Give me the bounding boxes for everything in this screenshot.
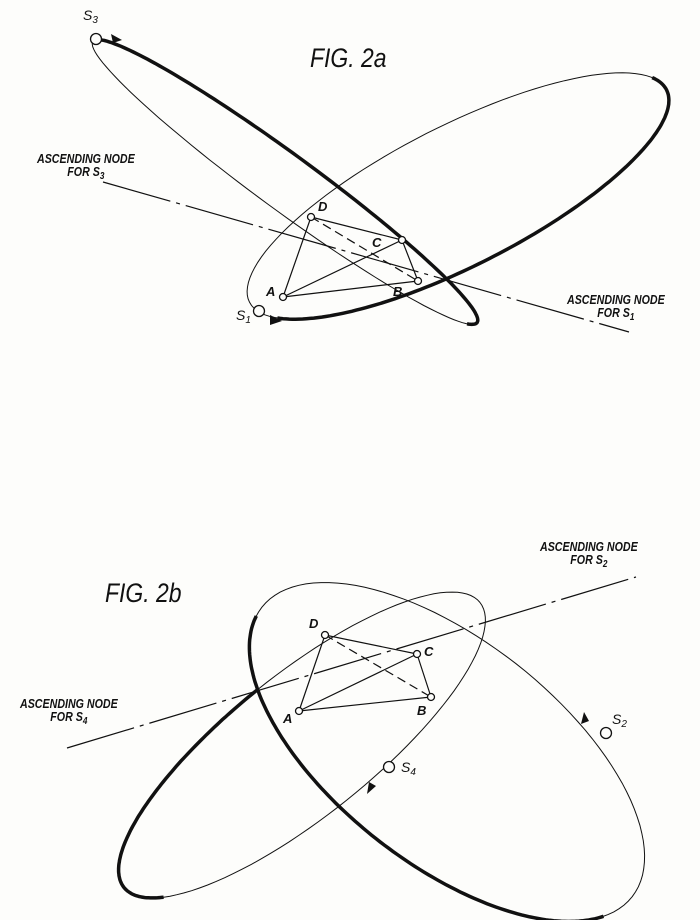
arrow-s4-icon	[367, 782, 376, 794]
satellite-label-s4: S4	[401, 759, 416, 778]
point-label-b: B	[393, 284, 403, 299]
point-b-b	[426, 692, 436, 702]
orbit-s1-thick-arc	[277, 76, 671, 321]
figure-title-2b: FIG. 2b	[105, 578, 182, 608]
arrow-s2-icon	[581, 712, 589, 724]
satellite-s3-icon	[89, 32, 103, 46]
satellite-s2-icon	[599, 726, 613, 740]
point-label-c: C	[424, 644, 434, 659]
point-d-a	[306, 212, 316, 222]
satellite-label-s2: S2	[612, 711, 627, 730]
satellite-s4-icon	[382, 760, 396, 774]
satellite-label-s3: S3	[83, 7, 98, 26]
point-c-b	[412, 649, 422, 659]
arrow-s1-icon	[270, 315, 282, 325]
point-label-b: B	[417, 703, 427, 718]
figure-title-2a: FIG. 2a	[310, 43, 387, 73]
satellite-label-s1: S1	[236, 307, 251, 326]
orbit-s2-thick-arc	[247, 615, 605, 920]
station-quad-b	[298, 634, 432, 712]
point-d-b	[320, 630, 330, 640]
point-label-d: D	[318, 199, 328, 214]
point-label-a: A	[283, 711, 293, 726]
orbit-s1	[246, 72, 670, 320]
satellite-s1-icon	[252, 304, 266, 318]
point-a-b	[294, 706, 304, 716]
point-label-d: D	[309, 616, 319, 631]
orbit-s3-thick-arc	[93, 37, 480, 327]
arrow-s3-icon	[111, 34, 122, 43]
point-label-a: A	[266, 284, 276, 299]
orbit-s4	[118, 591, 486, 899]
point-a-a	[278, 292, 288, 302]
point-b-a	[413, 276, 423, 286]
orbit-s4-thick-arc	[116, 688, 259, 900]
point-label-c: C	[372, 235, 382, 250]
ascending-node-line-s4-s2	[66, 576, 637, 749]
point-c-a	[397, 235, 407, 245]
station-quad-a	[282, 216, 419, 298]
